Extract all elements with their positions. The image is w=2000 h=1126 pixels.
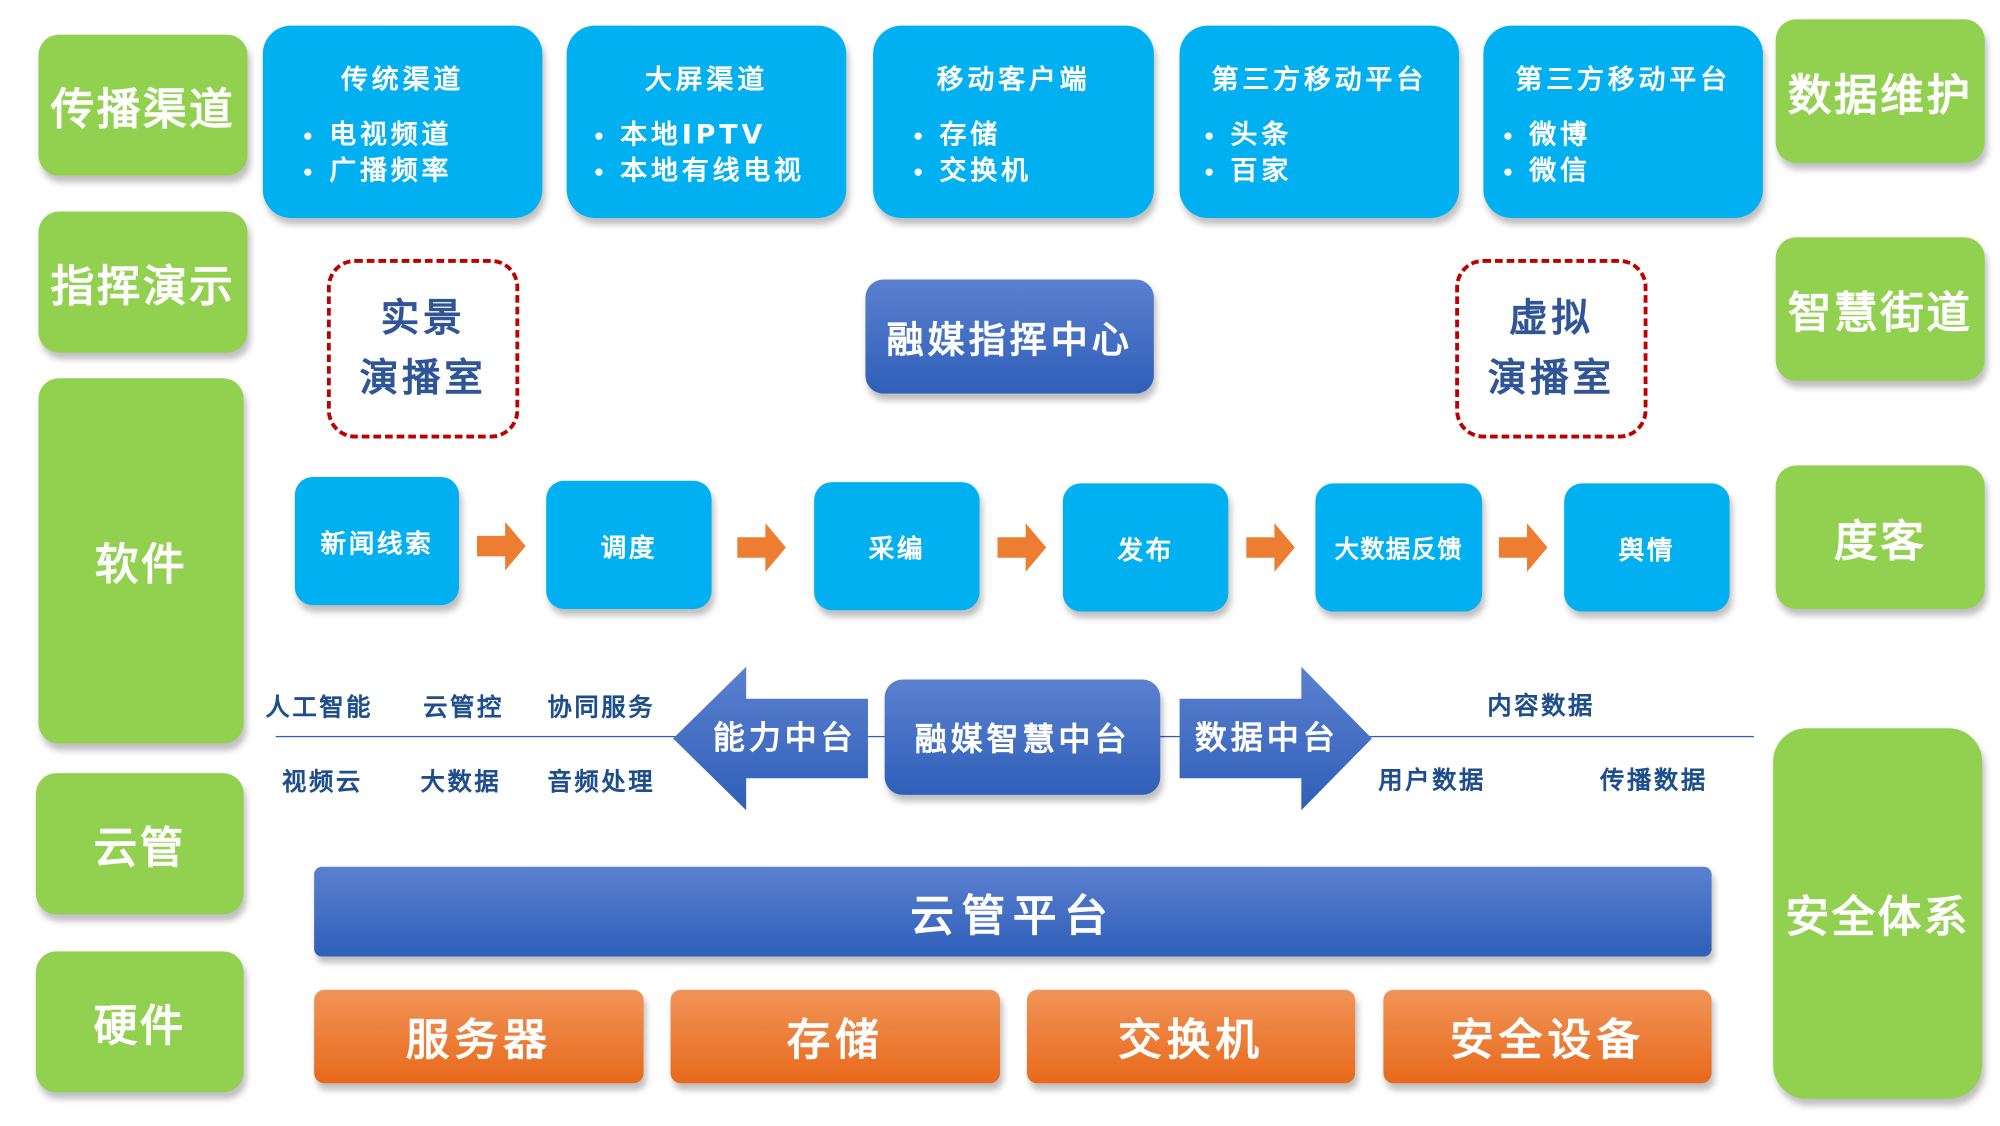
channel-item: 本地有线电视	[592, 154, 846, 190]
data-label: 内容数据	[1487, 692, 1595, 721]
workflow-step: 舆情	[1564, 483, 1730, 612]
hardware-block: 服务器	[314, 989, 644, 1084]
workflow-step: 新闻线索	[294, 476, 459, 606]
studio-label: 演播室	[1487, 356, 1615, 402]
hardware-block: 存储	[670, 989, 1001, 1084]
capability-label: 人工智能	[265, 693, 374, 722]
capability-label: 视频云	[282, 767, 363, 797]
channel-card: 大屏渠道 本地IPTV本地有线电视	[566, 25, 847, 218]
capability-platform-arrow	[673, 666, 868, 811]
channel-title: 第三方移动平台	[1515, 64, 1731, 95]
data-label: 用户数据	[1378, 766, 1486, 795]
real-studio: 实景演播室	[326, 258, 520, 439]
hardware-block: 交换机	[1026, 989, 1356, 1084]
channel-item: 存储	[912, 118, 1154, 154]
workflow-step: 采编	[814, 482, 980, 611]
right-block-label: 数据维护	[1787, 69, 1973, 122]
workflow-step: 发布	[1062, 483, 1229, 612]
data-platform-label: 数据中台	[1194, 719, 1339, 757]
arrow-right-icon	[1246, 523, 1295, 572]
capability-label: 大数据	[420, 767, 502, 797]
virtual-studio: 虚拟演播室	[1455, 258, 1648, 439]
workflow-step-label: 大数据反馈	[1334, 535, 1463, 564]
channel-card: 传统渠道 电视频道广播频率	[262, 25, 543, 218]
cloud-platform-label: 云管平台	[910, 890, 1116, 942]
workflow-step-label: 采编	[868, 532, 926, 564]
channel-item: 微信	[1501, 154, 1763, 190]
channel-card: 第三方移动平台 头条百家	[1179, 25, 1460, 218]
channel-item: 本地IPTV	[592, 118, 846, 154]
workflow-step-label: 新闻线索	[320, 527, 434, 559]
arrow-right-icon	[737, 523, 786, 572]
left-block-label: 硬件	[93, 1000, 186, 1052]
channel-item: 电视频道	[301, 118, 542, 154]
channel-item: 微博	[1501, 118, 1763, 154]
right-block-duke: 度客	[1775, 465, 1985, 609]
smart-platform-label: 融媒智慧中台	[914, 720, 1131, 758]
workflow-step: 大数据反馈	[1315, 483, 1483, 612]
right-block-label: 智慧街道	[1787, 287, 1973, 340]
right-block-smart-street: 智慧街道	[1775, 237, 1985, 381]
channel-title: 移动客户端	[936, 64, 1091, 95]
left-block-software: 软件	[38, 378, 244, 744]
capability-label: 云管控	[423, 693, 504, 722]
left-block-channels: 传播渠道	[38, 34, 248, 176]
studio-label: 演播室	[359, 356, 487, 402]
channel-item: 头条	[1203, 118, 1459, 154]
arrow-right-icon	[476, 521, 526, 571]
workflow-step-label: 发布	[1117, 533, 1174, 565]
hardware-label: 安全设备	[1450, 1015, 1645, 1067]
command-center-label: 融媒指挥中心	[886, 317, 1133, 361]
left-block-label: 云管	[93, 822, 186, 874]
workflow-step-label: 调度	[600, 531, 658, 563]
channel-title: 大屏渠道	[644, 64, 768, 95]
arrow-right-icon	[1498, 523, 1548, 572]
workflow-step-label: 舆情	[1618, 533, 1676, 565]
right-block-label: 安全体系	[1785, 892, 1970, 944]
studio-label: 实景	[380, 296, 466, 342]
left-block-label: 传播渠道	[50, 83, 236, 136]
right-block-data-maintenance: 数据维护	[1775, 19, 1985, 163]
left-block-command: 指挥演示	[38, 211, 248, 353]
left-block-label: 指挥演示	[50, 260, 236, 313]
studio-label: 虚拟	[1509, 296, 1594, 342]
hardware-label: 交换机	[1117, 1015, 1265, 1067]
data-platform-arrow	[1179, 666, 1372, 811]
hardware-label: 存储	[786, 1015, 885, 1067]
data-label: 传播数据	[1600, 766, 1708, 795]
channel-item: 百家	[1203, 154, 1459, 190]
channel-title: 第三方移动平台	[1211, 64, 1427, 95]
capability-label: 协同服务	[547, 693, 656, 722]
hardware-label: 服务器	[405, 1015, 552, 1067]
capability-platform-label: 能力中台	[712, 719, 857, 757]
capability-label: 音频处理	[547, 767, 656, 797]
smart-platform: 融媒智慧中台	[884, 679, 1161, 795]
command-center: 融媒指挥中心	[865, 279, 1154, 394]
left-block-hardware: 硬件	[35, 951, 244, 1093]
channel-item: 交换机	[912, 154, 1154, 190]
right-block-label: 度客	[1834, 516, 1927, 568]
right-block-security: 安全体系	[1773, 728, 1983, 1099]
channel-item: 广播频率	[301, 154, 542, 190]
arrow-right-icon	[997, 523, 1047, 572]
channel-title: 传统渠道	[341, 64, 465, 95]
channel-card: 第三方移动平台 微博微信	[1483, 25, 1763, 218]
workflow-step: 调度	[546, 480, 712, 609]
left-block-label: 软件	[94, 539, 188, 592]
left-block-cloud: 云管	[35, 773, 244, 915]
hardware-block: 安全设备	[1383, 989, 1712, 1084]
cloud-platform-bar: 云管平台	[314, 866, 1712, 957]
